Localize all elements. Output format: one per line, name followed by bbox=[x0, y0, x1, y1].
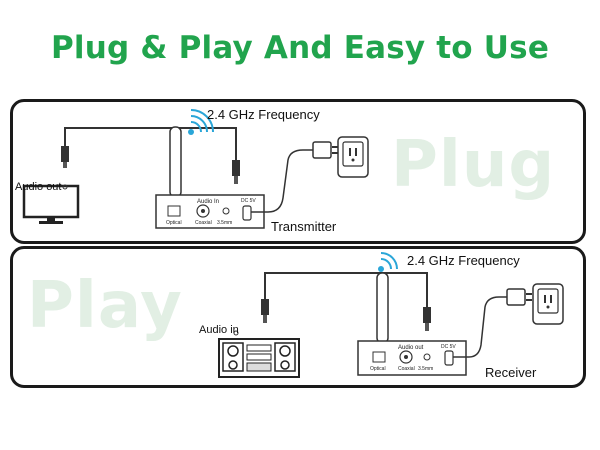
transmitter-frequency-label: 2.4 GHz Frequency bbox=[207, 107, 320, 122]
transmitter-power-label: DC 5V bbox=[241, 198, 256, 204]
audio-plug-left bbox=[61, 146, 69, 162]
transmitter-label: Transmitter bbox=[271, 219, 337, 234]
audio-in-port-icon bbox=[233, 330, 239, 336]
usb-port-icon bbox=[242, 205, 252, 221]
power-adapter-icon bbox=[506, 283, 564, 325]
stereo-plug bbox=[261, 299, 269, 315]
wifi-waves-icon bbox=[188, 109, 214, 135]
transmitter-audio-cable bbox=[64, 127, 237, 160]
stereo-system-icon bbox=[218, 338, 300, 378]
receiver-audio-cable bbox=[264, 272, 428, 307]
receiver-port-header: Audio out bbox=[398, 345, 424, 351]
tv-icon bbox=[22, 184, 80, 224]
optical-port-icon bbox=[372, 351, 386, 363]
receiver-frequency-label: 2.4 GHz Frequency bbox=[407, 253, 520, 268]
transmitter-scene: Audio In Optical Coaxial 3.5mm DC 5V bbox=[22, 109, 369, 229]
receiver-port-35mm: 3.5mm bbox=[418, 366, 433, 372]
transmitter-power-cable bbox=[251, 149, 313, 213]
receiver-antenna bbox=[376, 272, 389, 344]
receiver-plug bbox=[423, 307, 431, 323]
receiver-power-cable bbox=[453, 296, 507, 358]
audio-plug-right bbox=[232, 160, 240, 176]
transmitter-port-35mm: 3.5mm bbox=[217, 220, 232, 226]
audio-out-port-icon bbox=[62, 184, 68, 190]
receiver-port-optical: Optical bbox=[370, 366, 386, 372]
transmitter-antenna bbox=[169, 126, 182, 198]
audio-out-label: Audio out bbox=[15, 181, 62, 193]
play-watermark: Play bbox=[27, 269, 183, 343]
transmitter-port-optical: Optical bbox=[166, 220, 182, 226]
optical-port-icon bbox=[167, 205, 181, 217]
jack-port-icon bbox=[423, 353, 431, 361]
receiver-label: Receiver bbox=[485, 365, 537, 380]
power-adapter-icon bbox=[312, 136, 369, 178]
headline: Plug & Play And Easy to Use bbox=[50, 30, 550, 66]
receiver-panel: Play Audio out bbox=[10, 246, 586, 388]
transmitter-port-coaxial: Coaxial bbox=[195, 220, 212, 226]
plug-watermark: Plug bbox=[391, 128, 556, 202]
transmitter-port-header: Audio In bbox=[197, 199, 219, 205]
audio-in-label: Audio in bbox=[199, 324, 239, 336]
receiver-port-coaxial: Coaxial bbox=[398, 366, 415, 372]
wifi-waves-icon bbox=[378, 252, 398, 272]
usb-port-icon bbox=[444, 350, 454, 366]
receiver-scene: Audio out Optical Coaxial 3.5mm DC 5V bbox=[218, 252, 564, 378]
transmitter-panel: Plug Audio In Optical Coaxial bbox=[10, 99, 586, 244]
jack-port-icon bbox=[222, 207, 230, 215]
receiver-power-label: DC 5V bbox=[441, 344, 456, 350]
